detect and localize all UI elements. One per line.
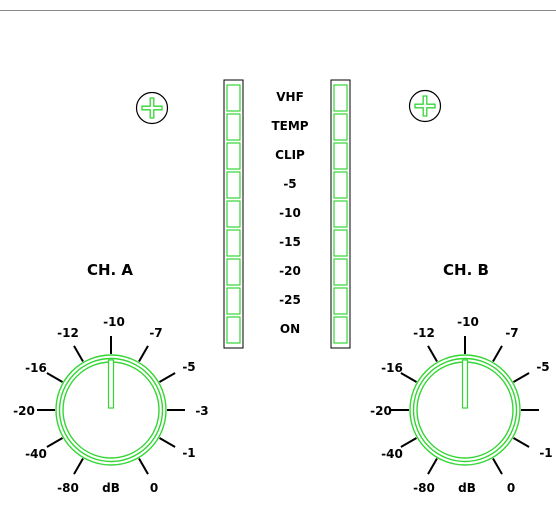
knob-a-tick: [73, 345, 84, 362]
screw-right-icon: [408, 89, 442, 123]
knob-a-tick: [138, 345, 149, 362]
screw-left-icon: [135, 91, 169, 125]
scale-b-minus80: -80: [413, 481, 435, 495]
meter-right: [330, 79, 351, 349]
meter-left-segment: [226, 200, 241, 228]
meter-label-temp: TEMP: [271, 119, 308, 133]
scale-a-zero: 0: [150, 481, 158, 495]
scale-b-minus10: -10: [457, 315, 479, 329]
knob-b-tick: [400, 437, 417, 448]
scale-a-minus16: -16: [25, 361, 47, 375]
scale-a-minus12: -12: [57, 326, 79, 340]
unit-a-db: dB: [102, 481, 120, 495]
meter-left-segment: [226, 84, 241, 112]
channel-b-title: CH. B: [443, 261, 489, 279]
meter-right-segment: [333, 287, 348, 315]
meter-left: [223, 79, 244, 349]
meter-right-segment: [333, 200, 348, 228]
meter-label-on: ON: [280, 322, 300, 336]
meter-label-clip: CLIP: [275, 148, 305, 162]
meter-label-minus15: -15: [279, 235, 301, 249]
meter-right-segment: [333, 258, 348, 286]
meter-left-segment: [226, 287, 241, 315]
scale-a-minus80: -80: [57, 481, 79, 495]
meter-label-minus25: -25: [279, 293, 301, 307]
channel-b-gain-knob[interactable]: [409, 354, 521, 466]
knob-a-pointer: [107, 359, 115, 409]
knob-b-tick: [427, 345, 438, 362]
scale-b-minus16: -16: [381, 361, 403, 375]
scale-b-minus12: -12: [413, 326, 435, 340]
scale-b-minus7: -7: [505, 326, 518, 340]
scale-a-minus3: -3: [195, 404, 208, 418]
knob-b-tick: [513, 437, 530, 448]
unit-b-db: dB: [458, 481, 476, 495]
meter-label-minus10: -10: [279, 206, 301, 220]
scale-a-minus7: -7: [149, 326, 162, 340]
knob-a-tick: [46, 437, 63, 448]
top-divider: [0, 10, 556, 11]
meter-left-segment: [226, 171, 241, 199]
meter-right-segment: [333, 229, 348, 257]
meter-label-minus5: -5: [283, 177, 296, 191]
meter-right-segment: [333, 113, 348, 141]
knob-b-tick: [492, 345, 503, 362]
channel-a-gain-knob[interactable]: [55, 354, 167, 466]
knob-b-pointer: [461, 359, 469, 409]
channel-b-gain-control: -80 -40 -20 -16 -12 -10 -7 -5 -3 -1 0 dB: [370, 315, 553, 495]
knob-a-tick: [159, 372, 176, 383]
knob-b-tick: [513, 372, 530, 383]
scale-a-minus1: -1: [182, 446, 195, 460]
meter-left-segment: [226, 113, 241, 141]
knob-a-tick: [159, 437, 176, 448]
meter-labels: VHF TEMP CLIP -5 -10 -15 -20 -25 ON: [271, 90, 308, 336]
meter-label-vhf: VHF: [276, 90, 304, 104]
meter-right-segment: [333, 142, 348, 170]
meter-right-segment: [333, 316, 348, 344]
meter-left-segment: [226, 258, 241, 286]
knob-a-tick: [138, 458, 149, 475]
scale-b-minus5: -5: [536, 360, 549, 374]
scale-a-minus20: -20: [13, 404, 35, 418]
knob-b-tick: [400, 372, 417, 383]
scale-b-minus1: -1: [539, 446, 552, 460]
knob-a-tick: [46, 372, 63, 383]
channel-a-gain-control: -80 -40 -20 -16 -12 -10 -7 -5 -3 -1 0 dB: [13, 315, 209, 495]
knob-b-tick: [492, 458, 503, 475]
meter-label-minus20: -20: [279, 264, 301, 278]
knob-b-tick: [427, 458, 438, 475]
meter-left-segment: [226, 229, 241, 257]
scale-b-zero: 0: [507, 481, 515, 495]
scale-b-minus20: -20: [370, 404, 392, 418]
meter-left-segment: [226, 142, 241, 170]
scale-a-minus40: -40: [25, 447, 47, 461]
scale-a-minus10: -10: [103, 315, 125, 329]
meter-left-segment: [226, 316, 241, 344]
meter-right-segment: [333, 84, 348, 112]
scale-a-minus5: -5: [182, 360, 195, 374]
knob-a-tick: [73, 458, 84, 475]
scale-b-minus40: -40: [381, 447, 403, 461]
meter-right-segment: [333, 171, 348, 199]
channel-a-title: CH. A: [87, 261, 133, 279]
